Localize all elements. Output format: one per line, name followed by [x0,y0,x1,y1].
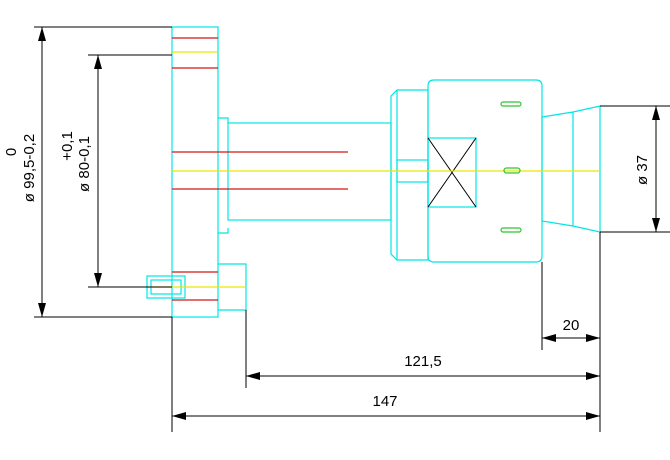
dim-147: 147 [372,393,397,410]
dim-80-value: ø 80-0,1 [76,136,93,192]
hex-cross [427,137,477,208]
flange [171,26,219,318]
dim-121-5: 121,5 [404,353,442,370]
flange-step [218,117,229,234]
hidden-lines [172,37,348,301]
tapered-nose [541,105,601,233]
dim-99-5-value: ø 99,5-0,2 [21,134,38,202]
dimensions [34,26,670,432]
dim-20: 20 [563,317,580,334]
dim-99-5-tol: 0 [3,148,20,156]
part-outline [146,26,601,318]
centerlines [147,51,600,288]
dim-80-tol: +0,1 [59,131,76,161]
dimension-labels: 0 ø 99,5-0,2 +0,1 ø 80-0,1 ø 37 20 121,5… [3,131,651,410]
hex-window [427,137,477,208]
dim-37: ø 37 [634,155,651,185]
nut-body [427,79,543,263]
feature-marks [500,101,522,233]
